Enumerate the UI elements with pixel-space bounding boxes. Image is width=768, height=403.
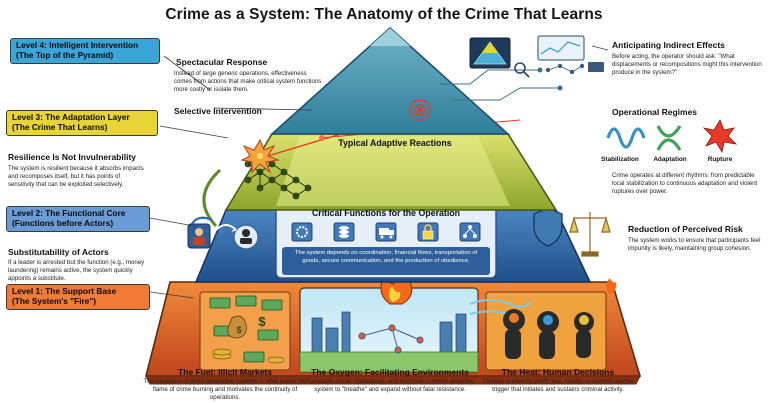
regime-label-stabilization: Stabilization [601,156,639,163]
regimes-heading: Operational Regimes [612,107,698,117]
substitutability-heading: Substitutability of Actors [8,247,109,257]
level4-subtitle: (The Top of the Pyramid) [16,49,114,60]
svg-text:$: $ [236,325,241,335]
page-title: Crime as a System: The Anatomy of the Cr… [165,6,603,23]
level2-tag: Level 2: The Functional Core (Functions … [6,206,150,232]
money-icon [209,295,283,363]
fuel-heading: The Fuel: Illicit Markets [178,367,272,377]
selective-heading: Selective Intervention [174,106,262,116]
regimes-body: Crime operates at different rhythms: fro… [612,172,758,195]
anticipating-heading: Anticipating Indirect Effects [612,40,725,50]
shield-icon [533,207,563,247]
level1-subtitle: (The System's "Fire") [12,295,97,306]
adaptive-reactions-heading: Typical Adaptive Reactions [338,138,452,148]
regime-label-rupture: Rupture [707,156,733,163]
critical-functions-body: The system depends on coordination, fina… [294,250,478,264]
resilience-body: The system is resilient because it absor… [8,165,144,188]
spectacular-heading: Spectacular Response [176,57,268,67]
truck-icon [379,228,394,239]
spectacular-body: Instead of large generic operations, eff… [174,70,322,93]
risk-heading: Reduction of Perceived Risk [628,224,743,234]
level1-title: Level 1: The Support Base [12,286,117,296]
level2-subtitle: (Functions before Actors) [12,217,114,228]
heat-heading: The Heat: Human Decisions [501,367,615,377]
oxygen-heading: The Oxygen: Facilitating Environments [311,367,469,377]
level3-subtitle: (The Crime That Learns) [12,121,108,132]
level4-layer [269,26,511,135]
level1-tag: Level 1: The Support Base (The System's … [6,284,150,310]
oxygen-body: Favorable social, institutional, and ter… [306,378,474,393]
heat-body: Choices guided by profit, fear, loyalty,… [482,378,634,393]
wave-icon [606,127,646,149]
risk-body: The system works to ensure that particip… [628,237,761,252]
hierarchy-icon [463,225,477,238]
level4-tag: Level 4: Intelligent Intervention (The T… [10,38,160,64]
city-icon [311,311,467,359]
anticipating-body: Before acting, the operator should ask: … [612,53,762,76]
level3-tag: Level 3: The Adaptation Layer (The Crime… [6,110,158,136]
level4-title: Level 4: Intelligent Intervention [16,40,139,50]
substitutability-body: If a leader is arrested but the function… [8,259,145,282]
level3-title: Level 3: The Adaptation Layer [12,112,130,122]
critical-functions-heading: Critical Functions for the Operation [311,208,461,218]
svg-text:$: $ [258,314,266,329]
gear-icon [296,226,308,238]
resilience-heading: Resilience Is Not Invulnerability [8,152,137,162]
target [409,99,431,121]
scales-icon [569,212,611,257]
lock-icon [422,224,434,240]
fuel-body: The existence of profit-generating marke… [143,378,307,401]
level2-title: Level 2: The Functional Core [12,208,126,218]
coins-icon [339,226,349,238]
regime-label-adaptation: Adaptation [653,156,687,163]
search-icon [514,62,526,74]
